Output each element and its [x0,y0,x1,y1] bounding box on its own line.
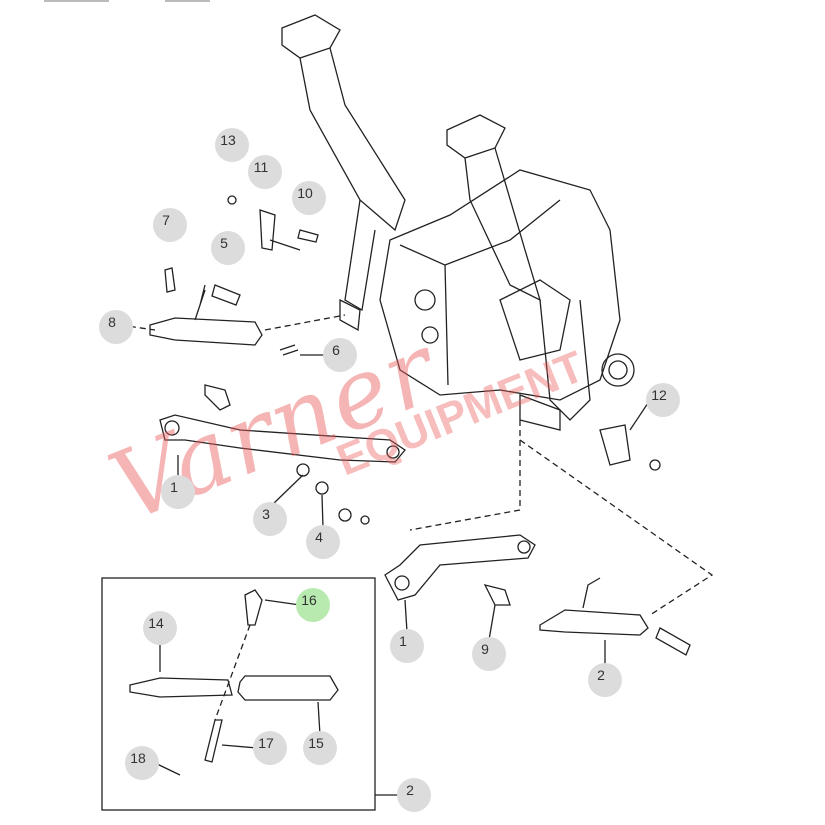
top-tab-line [44,0,109,2]
callout-2[interactable]: 2 [588,663,622,697]
callout-13[interactable]: 13 [215,128,249,162]
callout-2[interactable]: 2 [397,778,431,812]
callout-17[interactable]: 17 [253,731,287,765]
callout-15[interactable]: 15 [303,731,337,765]
inset-box [101,577,376,811]
callout-number: 5 [220,235,228,251]
callout-number: 18 [130,750,146,766]
callout-number: 1 [170,479,178,495]
callout-number: 10 [297,185,313,201]
left-upright-arm [281,14,406,312]
callout-7[interactable]: 7 [153,208,187,242]
callout-number: 3 [262,506,270,522]
callout-1[interactable]: 1 [161,475,195,509]
callout-number: 11 [253,159,269,175]
callout-leaders [154,354,651,796]
callout-3[interactable]: 3 [253,502,287,536]
small-parts [164,195,691,656]
callout-number: 6 [332,342,340,358]
callout-number: 13 [220,132,236,148]
callout-9[interactable]: 9 [472,637,506,671]
callout-8[interactable]: 8 [99,310,133,344]
callout-11[interactable]: 11 [248,155,282,189]
callout-18[interactable]: 18 [125,746,159,780]
callout-1[interactable]: 1 [390,629,424,663]
callout-5[interactable]: 5 [211,231,245,265]
callout-number: 16 [301,592,317,608]
callout-number: 14 [148,615,164,631]
callout-number: 1 [399,633,407,649]
callout-12[interactable]: 12 [646,383,680,417]
right-upright-arm [446,114,591,421]
transmission-housing [339,169,635,431]
callout-6[interactable]: 6 [323,338,357,372]
callout-number: 8 [108,314,116,330]
callout-number: 17 [258,735,274,751]
lift-rod-lower-right [539,577,649,636]
callout-16[interactable]: 16 [296,588,330,622]
lift-rod-inset [129,589,339,763]
callout-number: 2 [406,782,414,798]
lower-link-right [384,534,536,601]
lower-link-left [159,414,406,463]
top-tab-line [165,0,210,2]
callout-10[interactable]: 10 [292,181,326,215]
callout-14[interactable]: 14 [143,611,177,645]
lift-rod-upper [149,284,263,346]
callout-number: 7 [162,212,170,228]
callout-4[interactable]: 4 [306,525,340,559]
callout-number: 4 [315,529,323,545]
callout-number: 9 [481,641,489,657]
callout-number: 2 [597,667,605,683]
callout-number: 15 [308,735,324,751]
callout-number: 12 [651,387,667,403]
